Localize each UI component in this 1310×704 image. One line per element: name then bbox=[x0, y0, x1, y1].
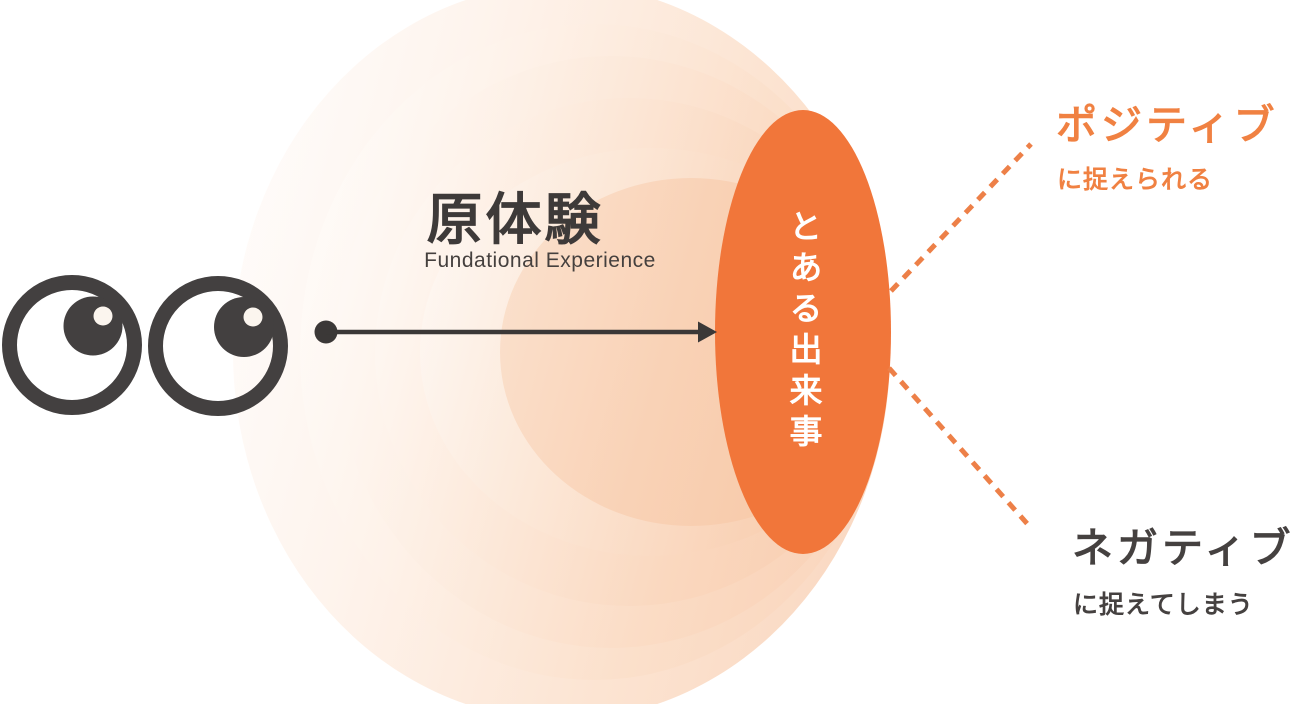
diagram-title: 原体験 bbox=[426, 188, 604, 251]
diagram-subtitle: Fundational Experience bbox=[424, 249, 656, 272]
negative-outcome-description: に捉えてしまう bbox=[1073, 591, 1254, 619]
positive-outcome-label: ポジティブ bbox=[1056, 102, 1279, 148]
left-eye-icon bbox=[2, 275, 142, 415]
event-ellipse: とある出来事 bbox=[715, 110, 891, 554]
positive-outcome-description: に捉えられる bbox=[1057, 166, 1214, 194]
event-label: とある出来事 bbox=[785, 209, 822, 455]
dashed-connector-negative bbox=[887, 366, 1033, 530]
negative-outcome-label: ネガティブ bbox=[1072, 525, 1295, 571]
dashed-connector-positive bbox=[889, 142, 1033, 293]
